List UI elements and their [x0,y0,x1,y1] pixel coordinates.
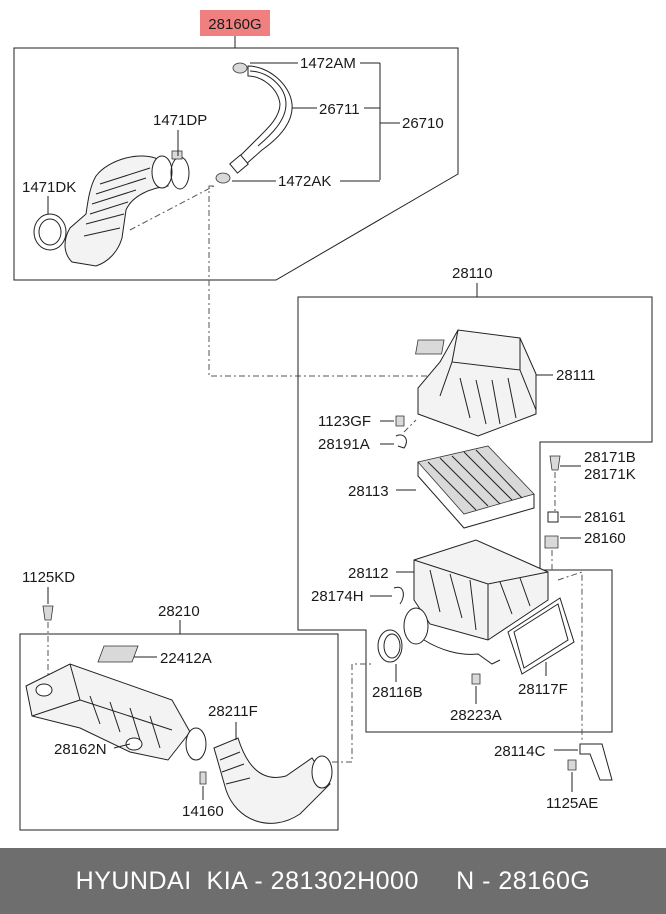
top-group-frame [13,47,459,281]
label-28171K: 28171K [584,466,636,483]
label-28110: 28110 [452,265,493,282]
bolt-1125AE [567,759,577,771]
label-28160: 28160 [584,530,626,547]
clamp-14160 [199,771,207,785]
gasket-28117F [507,597,575,675]
label-1123GF: 1123GF [318,413,371,430]
label-1472AM: 1472AM [300,55,356,72]
label-28112: 28112 [348,565,389,582]
label-28114C: 28114C [494,743,546,760]
highlight-box [200,10,270,36]
bolt-28171 [549,455,561,471]
label-tag-22412A [97,645,139,663]
label-1125AE: 1125AE [546,795,598,812]
label-28174H: 28174H [311,588,364,605]
label-1472AK: 1472AK [278,173,331,190]
intake-duct [64,155,169,267]
clamp-1472AK [215,172,231,184]
label-28113: 28113 [348,483,389,500]
duct-group-frame [19,633,339,831]
label-1125KD: 1125KD [22,569,75,586]
label-1471DK: 1471DK [22,179,76,196]
label-28211F: 28211F [208,703,258,720]
label-28210: 28210 [158,603,200,620]
label-28116B: 28116B [372,684,423,701]
air-cleaner-frame [297,296,653,733]
label-28162N: 28162N [54,741,107,758]
clamp-1472AM [232,62,248,74]
ring-28116B [377,629,403,663]
label-28160G: 28160G [208,16,261,33]
label-28117F: 28117F [518,681,568,698]
label-28191A: 28191A [318,436,370,453]
bolt-1123GF [395,415,405,427]
label-1471DP: 1471DP [153,112,207,129]
clip-28191A [395,434,407,449]
gasket-1471DK [33,213,67,251]
bushing-28161 [547,511,559,523]
intake-hose-28211F [213,737,331,824]
label-28161: 28161 [584,509,626,526]
bolt-1125KD [42,605,54,621]
bracket-28114C [579,743,613,781]
clip-28174H [393,586,404,605]
label-28223A: 28223A [450,707,502,724]
label-22412A: 22412A [160,650,212,667]
parts-diagram: 28160G 1472AM 26711 26710 1472AK 1471DP … [13,10,653,831]
label-28171B: 28171B [584,449,636,466]
bolt-28223A [471,673,481,685]
footer-bar: HYUNDAI KIA - 281302H000 N - 28160G [0,848,666,914]
clamp-1471DP [170,156,190,190]
label-28111: 28111 [556,367,596,384]
label-26710: 26710 [402,115,444,132]
label-14160: 14160 [182,803,224,820]
label-26711: 26711 [319,101,360,118]
air-cleaner-housing [413,539,549,641]
footer-text: HYUNDAI KIA - 281302H000 N - 28160G [75,866,591,895]
grommet-28160 [544,535,559,549]
duct-ring [185,727,207,761]
resonator-duct [25,663,191,761]
